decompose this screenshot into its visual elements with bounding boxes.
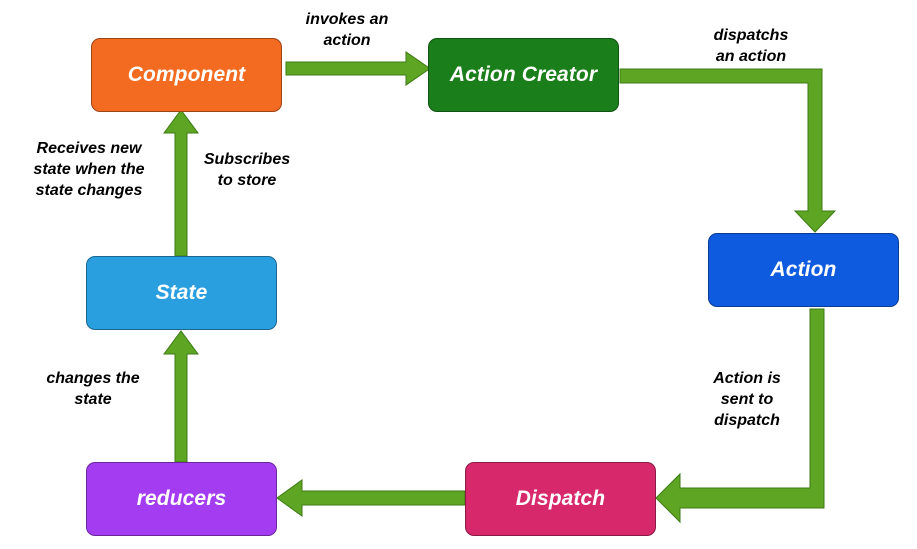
action-creator-node: Action Creator	[428, 38, 619, 112]
arrow-action-creator-to-action	[619, 68, 837, 233]
label-line: invokes an	[305, 11, 389, 28]
label-line: an action	[715, 48, 787, 65]
label-invokes-action: invokes an action	[298, 9, 396, 51]
label-subscribes-to-store: Subscribes to store	[192, 149, 302, 191]
label-line: Subscribes	[203, 151, 291, 168]
label-dispatchs-action: dispatchs an action	[696, 25, 806, 67]
dispatch-node: Dispatch	[465, 462, 656, 536]
label-line: sent to	[720, 391, 774, 408]
state-node: State	[86, 256, 277, 330]
label-changes-state: changes the state	[32, 368, 154, 410]
action-node: Action	[708, 233, 899, 307]
label-line: to store	[217, 172, 277, 189]
reducers-node: reducers	[86, 462, 277, 536]
label-line: state when the	[33, 161, 145, 178]
arrow-state-to-component	[163, 109, 199, 257]
label-line: changes the	[46, 370, 140, 387]
label-line: state	[74, 391, 112, 408]
label-line: action	[323, 32, 371, 49]
arrow-action-to-dispatch	[655, 308, 825, 524]
label-line: dispatchs	[713, 27, 789, 44]
label-line: state changes	[35, 182, 143, 199]
component-node: Component	[91, 38, 282, 112]
label-line: Action is	[713, 370, 781, 387]
label-line: Receives new	[36, 140, 142, 157]
label-action-sent-to-dispatch: Action is sent to dispatch	[695, 368, 799, 431]
label-line: dispatch	[714, 412, 780, 429]
arrow-component-to-action-creator	[285, 51, 431, 86]
arrow-reducers-to-state	[163, 330, 199, 463]
label-receives-new-state: Receives new state when the state change…	[20, 138, 158, 201]
arrow-dispatch-to-reducers	[276, 479, 466, 517]
